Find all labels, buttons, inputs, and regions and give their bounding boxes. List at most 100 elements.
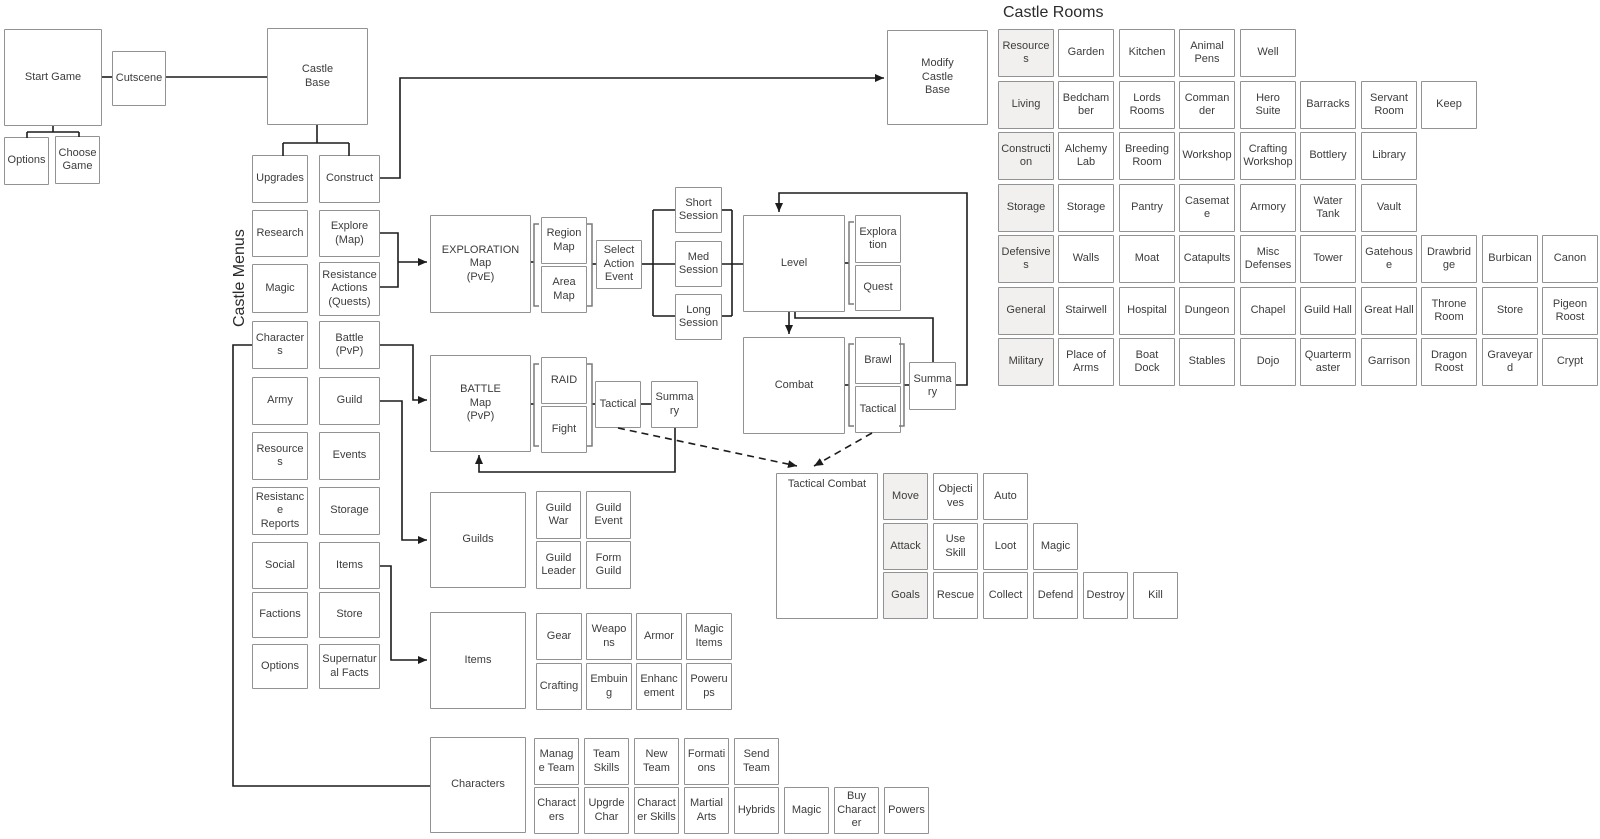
room-place-of-arms: Place of Arms xyxy=(1058,338,1114,386)
room-defensives: Defensives xyxy=(998,235,1054,283)
guild-form-guild: Form Guild xyxy=(586,541,631,589)
characters: Characters xyxy=(430,737,526,833)
long-session: Long Session xyxy=(675,294,722,340)
summary-exploration: Summary xyxy=(909,362,956,410)
char-character-skills: Character Skills xyxy=(634,787,679,834)
char-martial-arts: Martial Arts xyxy=(684,787,729,834)
room-guild-hall: Guild Hall xyxy=(1300,287,1356,335)
room-moat: Moat xyxy=(1119,235,1175,283)
room-garden: Garden xyxy=(1058,29,1114,77)
tactical-mode: Tactical xyxy=(855,386,901,433)
room-hero-suite: Hero Suite xyxy=(1240,81,1296,129)
char-team-skills: Team Skills xyxy=(584,738,629,785)
room-crafting-workshop: Crafting Workshop xyxy=(1240,132,1296,180)
exploration-mode: Exploration xyxy=(855,215,901,263)
guild-guild-war: Guild War xyxy=(536,491,581,539)
action-rescue: Rescue xyxy=(933,572,978,619)
action-attack: Attack xyxy=(883,523,928,570)
room-quartermaster: Quartermaster xyxy=(1300,338,1356,386)
room-chapel: Chapel xyxy=(1240,287,1296,335)
action-collect: Collect xyxy=(983,572,1028,619)
menu-characters: Characters xyxy=(252,321,308,369)
char-hybrids: Hybrids xyxy=(734,787,779,834)
room-canon: Canon xyxy=(1542,235,1598,283)
char-buy-character: Buy Character xyxy=(834,787,879,834)
room-storage: Storage xyxy=(1058,184,1114,232)
menu-guild: Guild xyxy=(319,377,380,425)
action-kill: Kill xyxy=(1133,572,1178,619)
cutscene: Cutscene xyxy=(112,51,166,106)
connector xyxy=(380,232,399,288)
room-gatehouse: Gatehouse xyxy=(1361,235,1417,283)
battle-map: BATTLE Map (PvP) xyxy=(430,355,531,452)
choose-game: Choose Game xyxy=(55,136,100,184)
room-bedchamber: Bedchamber xyxy=(1058,81,1114,129)
group-bracket xyxy=(533,223,539,307)
menu-resistance-reports: Resistance Reports xyxy=(252,487,308,535)
char-new-team: New Team xyxy=(634,738,679,785)
guild-guild-leader: Guild Leader xyxy=(536,541,581,589)
room-graveyard: Graveyard xyxy=(1482,338,1538,386)
guilds: Guilds xyxy=(430,492,526,588)
room-commander: Commander xyxy=(1179,81,1235,129)
room-storage: Storage xyxy=(998,184,1054,232)
room-crypt: Crypt xyxy=(1542,338,1598,386)
action-goals: Goals xyxy=(883,572,928,619)
action-use-skill: Use Skill xyxy=(933,523,978,570)
menu-store: Store xyxy=(319,592,380,638)
room-great-hall: Great Hall xyxy=(1361,287,1417,335)
room-pigeon-roost: Pigeon Roost xyxy=(1542,287,1598,335)
room-animal-pens: Animal Pens xyxy=(1179,29,1235,77)
room-dragon-roost: Dragon Roost xyxy=(1421,338,1477,386)
menu-army: Army xyxy=(252,377,308,425)
raid: RAID xyxy=(541,357,587,404)
room-military: Military xyxy=(998,338,1054,386)
room-throne-room: Throne Room xyxy=(1421,287,1477,335)
room-water-tank: Water Tank xyxy=(1300,184,1356,232)
room-stables: Stables xyxy=(1179,338,1235,386)
room-keep: Keep xyxy=(1421,81,1477,129)
menu-resources: Resources xyxy=(252,432,308,480)
room-bottlery: Bottlery xyxy=(1300,132,1356,180)
summary-battle: Summary xyxy=(651,381,698,428)
combat: Combat xyxy=(743,337,845,434)
room-stairwell: Stairwell xyxy=(1058,287,1114,335)
action-loot: Loot xyxy=(983,523,1028,570)
room-vault: Vault xyxy=(1361,184,1417,232)
room-garrison: Garrison xyxy=(1361,338,1417,386)
char-characters: Characters xyxy=(534,787,579,834)
menu-explore-map: Explore (Map) xyxy=(319,210,380,257)
char-manage-team: Manage Team xyxy=(534,738,579,785)
room-hospital: Hospital xyxy=(1119,287,1175,335)
connector xyxy=(380,74,884,179)
group-bracket xyxy=(848,221,854,305)
menu-events: Events xyxy=(319,432,380,480)
group-bracket xyxy=(848,343,854,427)
room-boat-dock: Boat Dock xyxy=(1119,338,1175,386)
char-formations: Formations xyxy=(684,738,729,785)
item-gear: Gear xyxy=(536,613,582,660)
room-casemate: Casemate xyxy=(1179,184,1235,232)
action-destroy: Destroy xyxy=(1083,572,1128,619)
menu-magic: Magic xyxy=(252,264,308,313)
short-session: Short Session xyxy=(675,187,722,233)
char-magic: Magic xyxy=(784,787,829,834)
upgrades: Upgrades xyxy=(252,155,308,203)
room-breeding-room: Breeding Room xyxy=(1119,132,1175,180)
connector xyxy=(813,432,873,467)
castle-menus-title: Castle Menus xyxy=(231,229,248,327)
level: Level xyxy=(743,215,845,312)
menu-battle-pvp: Battle (PvP) xyxy=(319,321,380,369)
connector xyxy=(380,400,427,544)
menu-social: Social xyxy=(252,542,308,589)
room-kitchen: Kitchen xyxy=(1119,29,1175,77)
room-catapults: Catapults xyxy=(1179,235,1235,283)
char-send-team: Send Team xyxy=(734,738,779,785)
item-enhancement: Enhancement xyxy=(636,663,682,710)
castle-base: Castle Base xyxy=(267,28,368,125)
group-bracket xyxy=(533,363,539,447)
tactical-combat: Tactical Combat xyxy=(776,473,878,619)
action-move: Move xyxy=(883,473,928,520)
room-construction: Construction xyxy=(998,132,1054,180)
